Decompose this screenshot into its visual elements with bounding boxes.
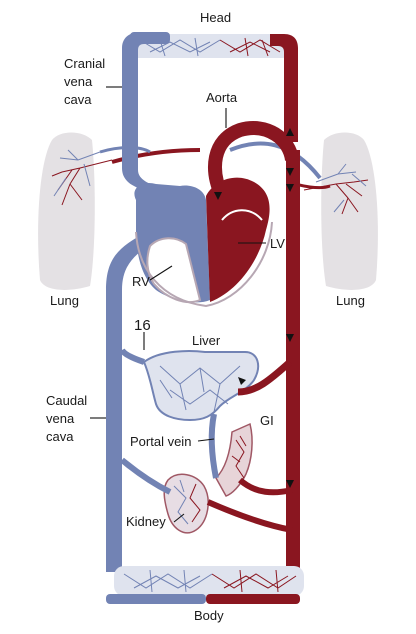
leader-kidney — [173, 513, 185, 523]
hepatic-artery — [237, 359, 293, 396]
aortic-arch — [208, 121, 299, 199]
liver — [142, 350, 260, 422]
label-body: Body — [194, 608, 224, 623]
flow-arrows — [214, 128, 294, 488]
renal-vein — [120, 457, 172, 495]
heart-outline — [135, 221, 273, 308]
left-heart — [206, 177, 270, 302]
label-portal-vein: Portal vein — [130, 434, 191, 449]
aorta-to-head — [270, 34, 298, 142]
pulmonary-vessel-left — [111, 148, 201, 164]
pulmonary-artery-right — [229, 141, 322, 180]
descending-aorta — [286, 150, 300, 570]
body-vein-bottom — [106, 594, 206, 604]
right-lung — [321, 132, 378, 290]
hepatic-vein — [119, 348, 145, 365]
gi-tract — [215, 422, 253, 497]
label-caudal-2: vena — [46, 411, 75, 426]
label-caudal-3: cava — [46, 429, 74, 444]
head-vein-top — [130, 32, 170, 44]
cranial-vena-cava — [122, 32, 160, 200]
label-cranial-1: Cranial — [64, 56, 105, 71]
label-lung-left: Lung — [50, 293, 79, 308]
left-lung-capillaries — [51, 149, 113, 206]
label-gi: GI — [260, 413, 274, 428]
label-lung-right: Lung — [336, 293, 365, 308]
label-liver: Liver — [192, 333, 221, 348]
leader-rv — [149, 265, 173, 281]
caudal-vena-cava — [106, 238, 148, 572]
renal-artery — [206, 499, 293, 533]
portal-vein-vessel — [208, 413, 219, 479]
label-caudal-1: Caudal — [46, 393, 87, 408]
heart — [134, 177, 273, 308]
leader-portal — [197, 438, 215, 442]
label-cranial-2: vena — [64, 74, 93, 89]
label-lv: LV — [270, 236, 285, 251]
left-lung — [38, 132, 95, 290]
label-16: 16 — [134, 317, 151, 334]
body-artery-bottom — [206, 594, 300, 604]
label-kidney: Kidney — [126, 514, 166, 529]
right-lung-capillaries — [303, 163, 369, 215]
label-cranial-3: cava — [64, 92, 92, 107]
kidney — [163, 473, 209, 534]
body-capillary-bed — [106, 566, 304, 604]
gi-artery — [238, 477, 293, 496]
label-head: Head — [200, 10, 231, 25]
label-rv: RV — [132, 274, 150, 289]
label-aorta: Aorta — [206, 90, 238, 105]
lv-inner — [221, 209, 263, 221]
